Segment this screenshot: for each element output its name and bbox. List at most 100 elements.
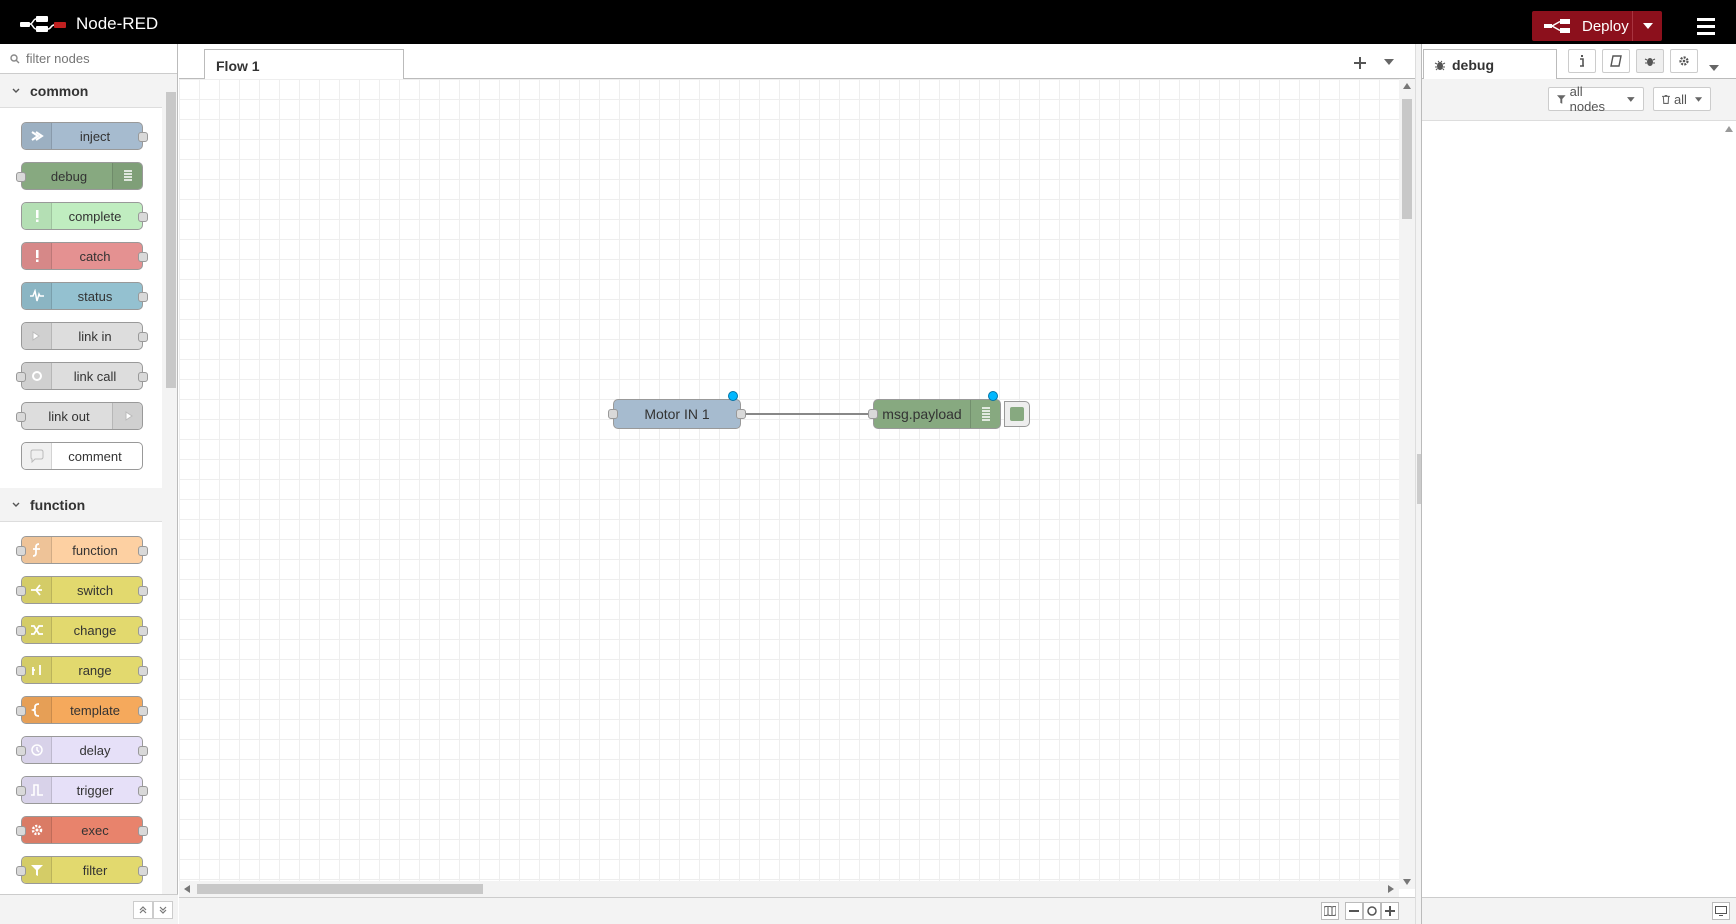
scroll-up-icon[interactable] (1725, 126, 1733, 132)
help-tab-button[interactable] (1602, 49, 1630, 73)
sidebar-footer (1422, 897, 1736, 924)
input-port (16, 546, 26, 556)
scroll-up-icon[interactable] (1403, 83, 1411, 89)
zoom-in-button[interactable] (1381, 902, 1399, 920)
palette-node-label: link in (78, 328, 112, 344)
tab-flow-1[interactable]: Flow 1 (204, 49, 404, 80)
palette-node-link-in[interactable]: link in (21, 322, 148, 350)
vertical-scrollbar-thumb[interactable] (1402, 99, 1412, 219)
palette-node-label: range (78, 662, 112, 678)
input-port[interactable] (868, 409, 878, 419)
debug-filter-button[interactable]: all nodes (1548, 84, 1644, 114)
palette-node-switch[interactable]: switch (16, 576, 148, 604)
canvas-horizontal-scrollbar[interactable] (179, 881, 1399, 897)
palette-categories: common inject debug complete catch status link… (0, 74, 162, 894)
palette-node-template[interactable]: template (16, 696, 148, 724)
main-menu-button[interactable] (1688, 13, 1724, 39)
expand-all-button[interactable] (153, 901, 173, 919)
navigator-button[interactable] (1321, 902, 1339, 920)
horizontal-scrollbar-thumb[interactable] (197, 884, 483, 894)
input-port (16, 666, 26, 676)
deploy-button[interactable]: Deploy (1532, 11, 1632, 41)
tab-debug-label: debug (1452, 56, 1494, 73)
input-port (16, 372, 26, 382)
output-port (138, 292, 148, 302)
output-port (138, 586, 148, 596)
caret-down-icon (1627, 96, 1635, 102)
deploy-options-button[interactable] (1632, 11, 1662, 41)
output-port (138, 626, 148, 636)
map-icon (1324, 906, 1336, 916)
palette-node-comment[interactable]: comment (21, 442, 143, 470)
palette-node-change[interactable]: change (16, 616, 148, 644)
palette-node-filter[interactable]: filter (16, 856, 148, 884)
tab-debug[interactable]: debug (1423, 49, 1557, 80)
function-icon (22, 537, 52, 563)
input-port (16, 586, 26, 596)
filter-nodes-input[interactable] (26, 51, 176, 66)
double-chevron-up-icon (139, 906, 147, 914)
sidebar: debug all nodes all (1421, 44, 1736, 924)
debug-toggle-button[interactable] (1004, 401, 1030, 427)
scroll-left-icon[interactable] (184, 885, 190, 893)
debug-messages-scrollbar[interactable] (1722, 122, 1736, 894)
input-port[interactable] (608, 409, 618, 419)
chevron-down-icon (12, 88, 20, 93)
caret-down-icon (1642, 23, 1653, 29)
palette-node-delay[interactable]: delay (16, 736, 148, 764)
palette-scrollbar-thumb[interactable] (166, 92, 176, 388)
palette-node-status[interactable]: status (21, 282, 148, 310)
debug-filter-label: all nodes (1569, 84, 1606, 114)
info-tab-button[interactable] (1568, 49, 1596, 73)
plus-icon (1354, 57, 1366, 69)
palette-node-function[interactable]: function (16, 536, 148, 564)
app-header: Node-RED Deploy (0, 0, 1736, 44)
zoom-reset-button[interactable] (1363, 902, 1381, 920)
search-icon (10, 53, 20, 63)
scroll-down-icon[interactable] (1403, 879, 1411, 885)
flow-list-button[interactable] (1384, 54, 1394, 68)
add-flow-button[interactable] (1354, 53, 1366, 74)
sidebar-tab-menu-button[interactable] (1709, 58, 1719, 74)
deploy-button-group: Deploy (1532, 11, 1662, 41)
clear-debug-button[interactable]: all (1653, 87, 1711, 111)
open-debug-window-button[interactable] (1712, 902, 1730, 920)
palette-category-function[interactable]: function (0, 488, 162, 522)
flow-node-motor-in-1[interactable]: Motor IN 1 (608, 391, 746, 429)
wire-link[interactable] (740, 413, 874, 415)
canvas-vertical-scrollbar[interactable] (1399, 79, 1415, 889)
sidebar-splitter[interactable] (1415, 44, 1421, 924)
input-port (16, 172, 26, 182)
link-out-icon (112, 403, 142, 429)
hamburger-bar (1697, 24, 1715, 28)
collapse-all-button[interactable] (133, 901, 153, 919)
flow-node-label: msg.payload (882, 406, 962, 422)
palette-scrollbar[interactable] (163, 74, 177, 894)
flow-node-msg-payload[interactable]: msg.payload (868, 391, 1030, 429)
palette-node-range[interactable]: range (16, 656, 148, 684)
palette-node-label: debug (50, 168, 88, 184)
output-port[interactable] (736, 409, 746, 419)
palette-node-complete[interactable]: complete (21, 202, 148, 230)
palette-node-label: inject (79, 128, 111, 144)
sidebar-tab-bar: debug (1422, 44, 1736, 80)
link-call-icon (22, 363, 52, 389)
palette-node-label: filter (82, 862, 108, 878)
flow-canvas[interactable]: Motor IN 1 msg.payload (179, 79, 1399, 889)
splitter-grip[interactable] (1417, 454, 1421, 504)
config-tab-button[interactable] (1670, 49, 1698, 73)
palette-node-trigger[interactable]: trigger (16, 776, 148, 804)
palette-category-common[interactable]: common (0, 74, 162, 108)
zoom-out-button[interactable] (1345, 902, 1363, 920)
palette-node-catch[interactable]: catch (21, 242, 148, 270)
scroll-right-icon[interactable] (1388, 885, 1394, 893)
palette-node-label: switch (76, 582, 114, 598)
palette-node-link-out[interactable]: link out (16, 402, 143, 430)
flow-workspace: Flow 1 Motor IN 1 msg.payload (179, 44, 1415, 924)
palette-node-exec[interactable]: exec (16, 816, 148, 844)
palette-node-debug[interactable]: debug (16, 162, 143, 190)
palette-node-inject[interactable]: inject (21, 122, 148, 150)
debug-tab-button[interactable] (1636, 49, 1664, 73)
app-logo: Node-RED (20, 13, 158, 35)
palette-node-link-call[interactable]: link call (16, 362, 148, 390)
